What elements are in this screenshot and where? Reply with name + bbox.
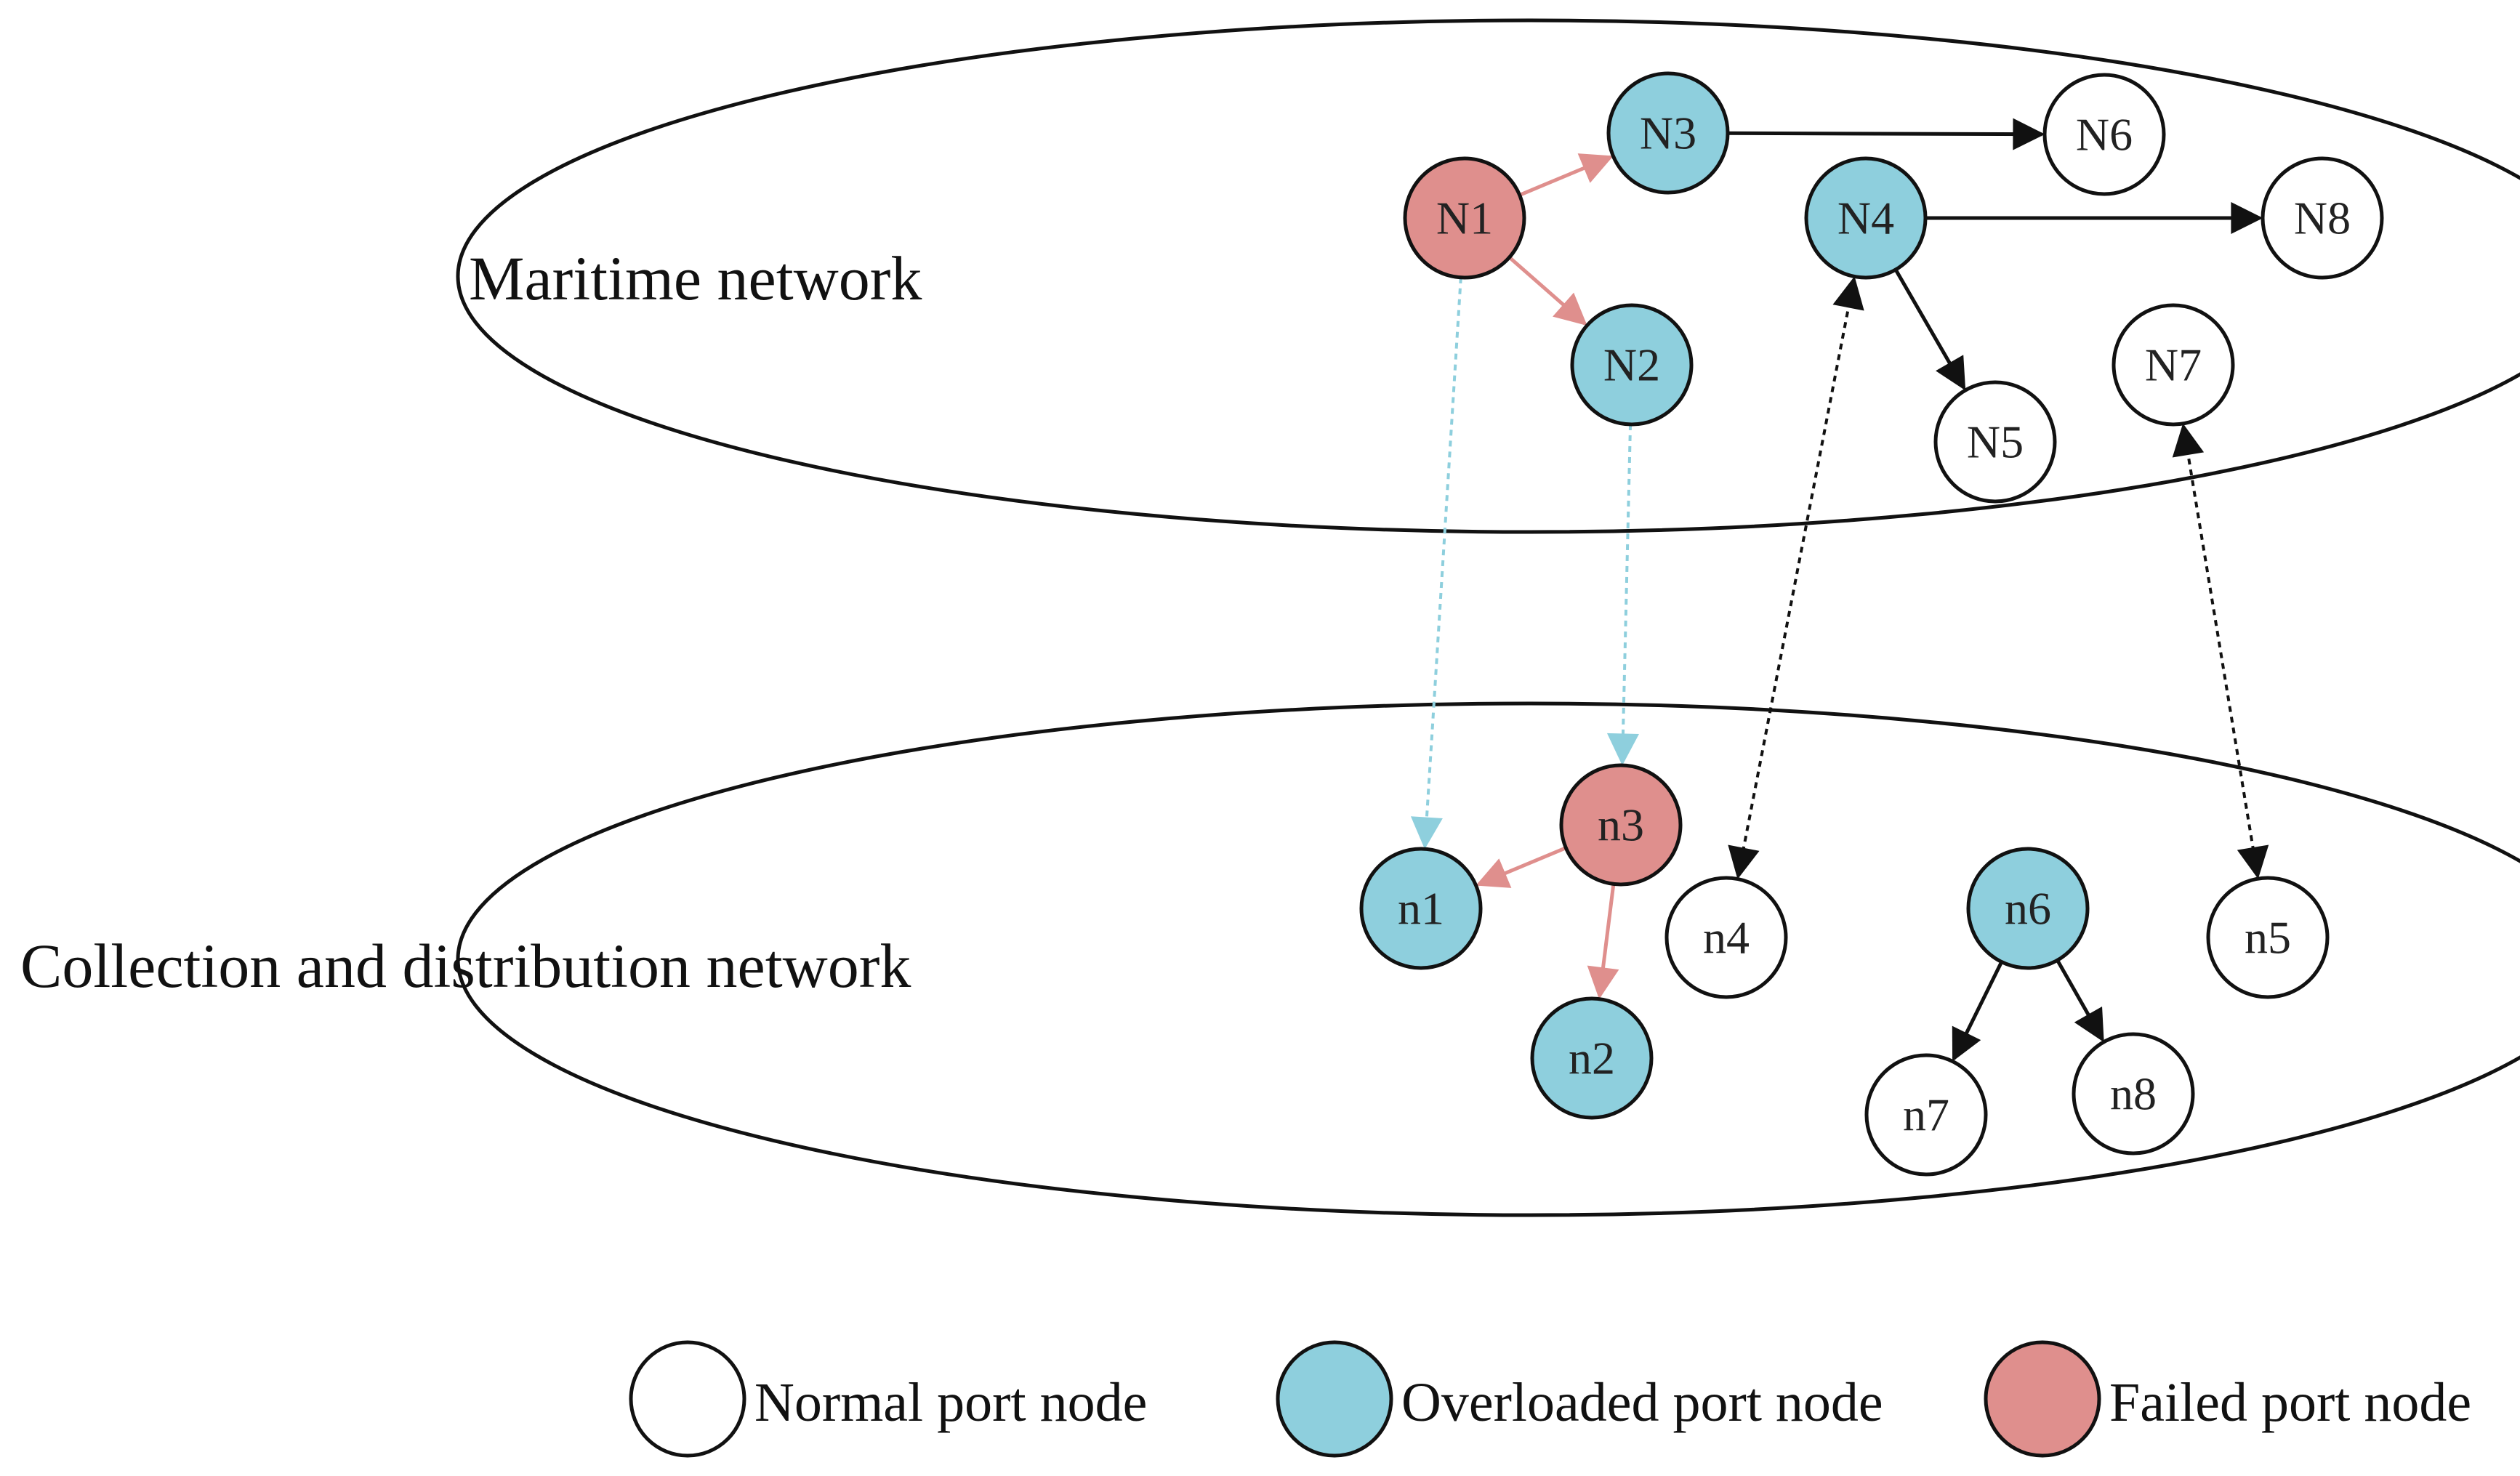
node-n1: n1 — [1359, 847, 1483, 970]
legend-swatch-overloaded — [1276, 1340, 1393, 1458]
node-label-N4: N4 — [1837, 193, 1894, 244]
node-label-N7: N7 — [2145, 339, 2202, 391]
node-circle-n8 — [2072, 1032, 2195, 1156]
node-n2: n2 — [1530, 996, 1654, 1120]
node-label-n8: n8 — [2110, 1068, 2157, 1120]
node-circle-n6 — [1966, 847, 2090, 970]
legend-label-failed: Failed port node — [2109, 1372, 2471, 1433]
collection-network-label: Collection and distribution network — [20, 931, 911, 1001]
edge-N4-n4 — [1728, 276, 1864, 879]
node-label-n7: n7 — [1903, 1089, 1949, 1141]
node-label-n3: n3 — [1598, 799, 1644, 851]
node-label-N8: N8 — [2294, 193, 2351, 244]
legend-label-normal: Normal port node — [754, 1372, 1147, 1433]
node-circle-n2 — [1530, 996, 1654, 1120]
maritime-network-boundary — [456, 18, 2520, 534]
node-circle-N8 — [2261, 156, 2384, 280]
node-n4: n4 — [1664, 876, 1788, 999]
edge-N3-N6 — [1727, 118, 2045, 150]
node-circle-n1 — [1359, 847, 1483, 970]
node-label-N5: N5 — [1967, 416, 2024, 468]
legend: Normal port node Overloaded port node Fa… — [629, 1340, 2471, 1458]
node-label-N2: N2 — [1603, 339, 1660, 391]
node-N3: N3 — [1606, 71, 1730, 195]
edge-n3-n1 — [1476, 846, 1567, 888]
node-circle-n4 — [1664, 876, 1788, 999]
node-label-n1: n1 — [1398, 883, 1444, 935]
node-label-n5: n5 — [2245, 912, 2291, 964]
legend-swatch-failed — [1984, 1340, 2101, 1458]
node-N2: N2 — [1570, 303, 1694, 427]
node-label-N3: N3 — [1640, 108, 1696, 159]
collection-network-boundary — [456, 701, 2520, 1217]
edge-N7-n5 — [2172, 423, 2269, 879]
node-circle-N1 — [1403, 156, 1526, 280]
node-circle-n5 — [2206, 876, 2330, 999]
edge-N1-N3 — [1518, 153, 1614, 197]
node-label-N1: N1 — [1436, 193, 1493, 244]
node-n6: n6 — [1966, 847, 2090, 970]
node-N7: N7 — [2112, 303, 2235, 427]
node-N5: N5 — [1933, 380, 2057, 504]
maritime-network-label: Maritime network — [469, 243, 922, 313]
node-circle-N3 — [1606, 71, 1730, 195]
node-circle-n7 — [1864, 1053, 1988, 1177]
node-label-n2: n2 — [1569, 1033, 1615, 1084]
edge-N4-N5 — [1893, 268, 1966, 391]
edge-N2-n3 — [1606, 424, 1639, 766]
node-N8: N8 — [2261, 156, 2384, 280]
node-n7: n7 — [1864, 1053, 1988, 1177]
node-circle-N7 — [2112, 303, 2235, 427]
node-label-n4: n4 — [1703, 912, 1750, 964]
node-circle-N6 — [2042, 73, 2166, 196]
legend-label-overloaded: Overloaded port node — [1401, 1372, 1883, 1433]
edge-N1-n1 — [1410, 277, 1462, 850]
edges — [1410, 118, 2269, 1062]
node-n8: n8 — [2072, 1032, 2195, 1156]
node-circle-N5 — [1933, 380, 2057, 504]
node-N1: N1 — [1403, 156, 1526, 280]
node-circle-N4 — [1804, 156, 1928, 280]
edge-n6-n7 — [1952, 961, 2003, 1062]
edge-n3-n2 — [1587, 884, 1619, 1000]
node-label-n6: n6 — [2005, 883, 2051, 935]
node-circle-n3 — [1559, 763, 1683, 887]
node-n3: n3 — [1559, 763, 1683, 887]
legend-swatch-normal — [629, 1340, 746, 1458]
node-label-N6: N6 — [2076, 109, 2133, 161]
node-N4: N4 — [1804, 156, 1928, 280]
node-n5: n5 — [2206, 876, 2330, 999]
edge-N1-N2 — [1507, 256, 1587, 326]
edge-n6-n8 — [2056, 959, 2104, 1043]
node-N6: N6 — [2042, 73, 2166, 196]
node-circle-N2 — [1570, 303, 1694, 427]
